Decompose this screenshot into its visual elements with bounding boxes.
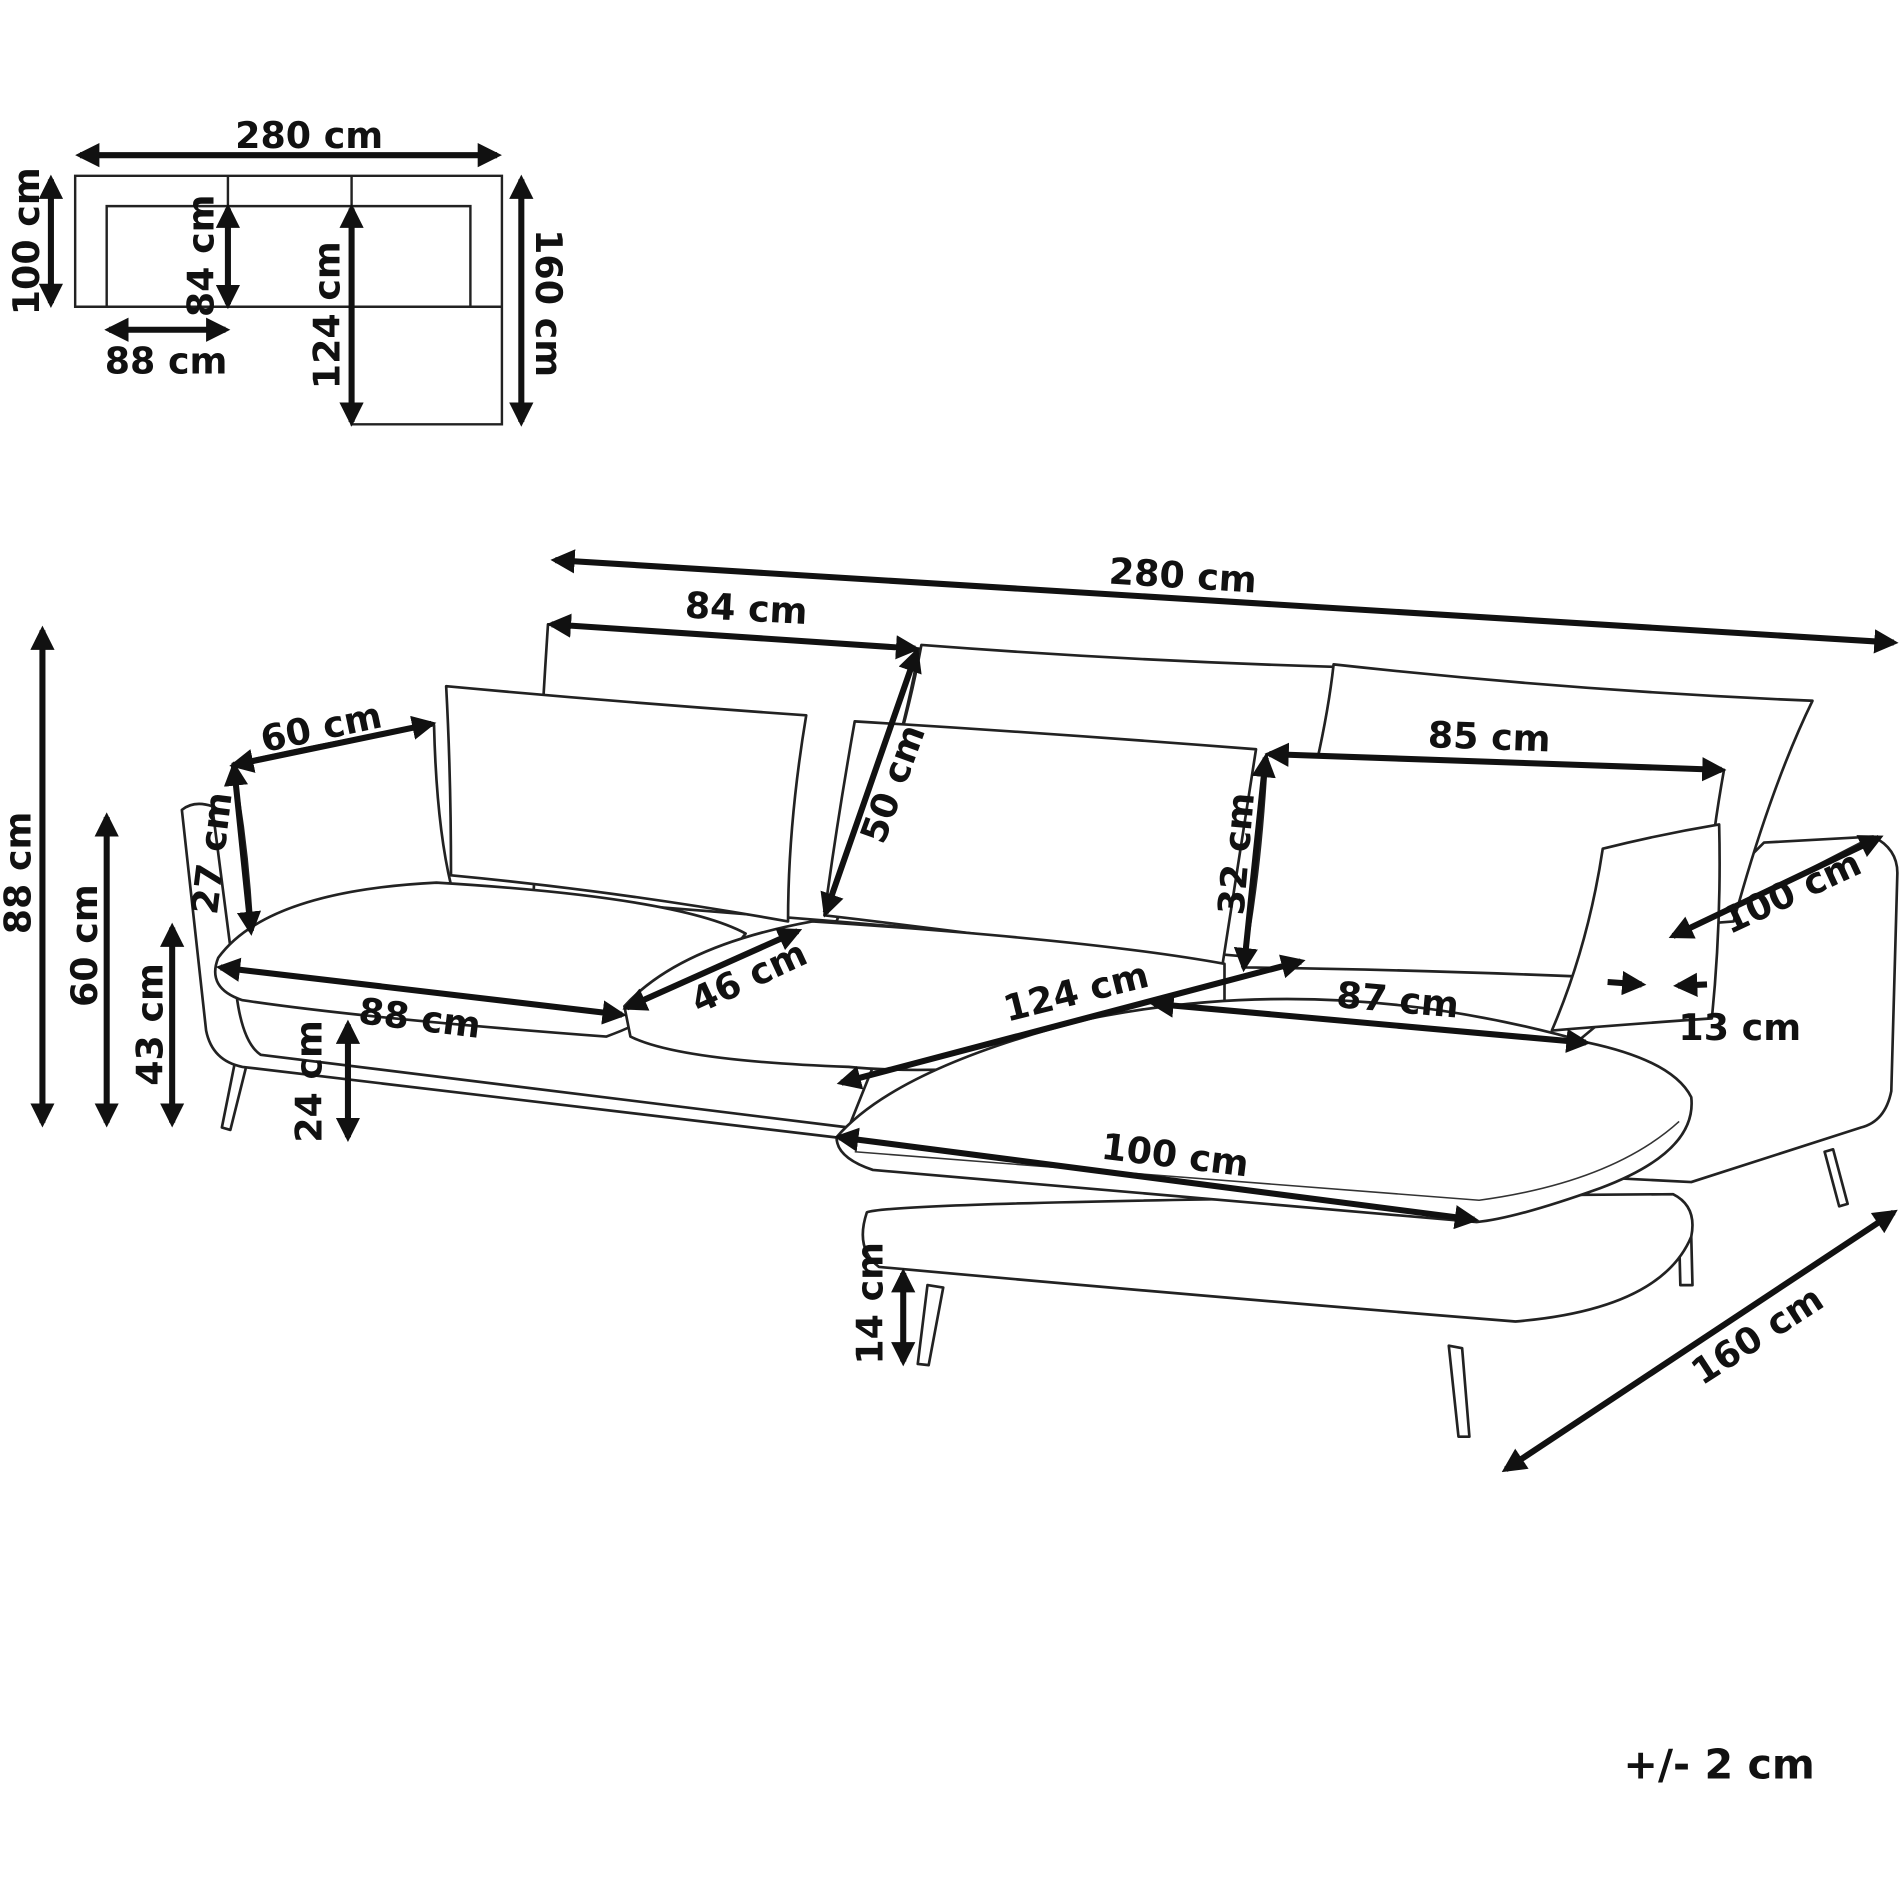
seat-height-label: 43 cm: [128, 963, 171, 1086]
pillow-large-left: [444, 684, 808, 923]
dim-arrow: [1233, 752, 1276, 973]
dim-arrow: [223, 761, 262, 936]
leg: [916, 1283, 945, 1367]
dim-arrow: [1673, 972, 1708, 997]
back-cushion-width-label: 84 cm: [684, 584, 809, 633]
leg-height-main-label: 24 cm: [287, 1020, 330, 1143]
dim-arrow: [229, 715, 437, 773]
plan-inner-seat: [105, 204, 502, 308]
large-cushion-height-label: 32 cm: [1210, 791, 1264, 917]
dim-arrow: [1149, 993, 1591, 1053]
dim-arrow: [622, 927, 803, 1011]
leg: [1823, 1147, 1849, 1208]
dim-arrow: [1607, 970, 1647, 996]
leg-height-chaise-label: 14 cm: [849, 1242, 892, 1365]
dim-arrow: [834, 1127, 1480, 1230]
dim-arrow: [546, 613, 921, 660]
large-cushion-width-label: 85 cm: [1427, 713, 1551, 760]
leg: [1447, 1344, 1471, 1438]
armrest-width-label: 13 cm: [1678, 1006, 1801, 1049]
total-height-label: 88 cm: [0, 812, 39, 935]
armrest-height-label: 60 cm: [63, 884, 106, 1007]
plan-outline: [73, 174, 504, 426]
plan-seat-width-label: 88 cm: [105, 339, 228, 382]
plan-chaise-length-label: 124 cm: [305, 241, 348, 389]
dim-arrow: [1668, 835, 1884, 939]
dim-arrow: [550, 549, 1899, 654]
dim-arrow: [1501, 1209, 1898, 1473]
chaise-base: [861, 1192, 1694, 1323]
dim-arrow: [836, 954, 1306, 1090]
dim-arrow: [1264, 742, 1727, 782]
chaise-seat-width-label: 87 cm: [1335, 973, 1461, 1027]
plan-total-depth-label: 160 cm: [527, 229, 570, 377]
total-width-label: 280 cm: [1108, 550, 1258, 602]
dim-arrow: [215, 957, 627, 1025]
dim-arrow: [820, 647, 922, 918]
plan-width-label: 280 cm: [235, 114, 383, 157]
plan-view: 280 cm 100 cm 84 cm 88 cm 124 cm 160 cm: [5, 114, 570, 427]
plan-depth-label: 100 cm: [5, 167, 48, 315]
tolerance-note: +/- 2 cm: [1623, 1741, 1814, 1789]
plan-seat-depth-label: 84 cm: [179, 194, 222, 317]
